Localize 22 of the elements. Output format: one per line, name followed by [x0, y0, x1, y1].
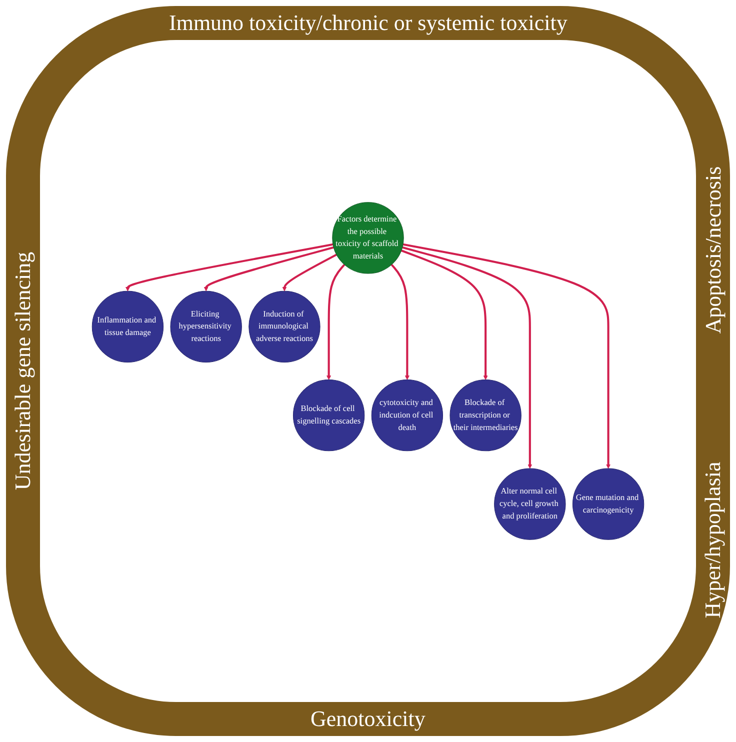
- arrow: [400, 250, 488, 380]
- node-circle: Gene mutation and carcinogenicity: [572, 468, 644, 540]
- ring-label: Undesirable gene silencing: [10, 252, 36, 490]
- node-circle: Blockade of transcription or their intermediaries: [450, 380, 522, 452]
- ring-label: Apoptosis/necrosis: [700, 166, 726, 334]
- arrow: [402, 243, 611, 469]
- arrow: [125, 243, 334, 292]
- arrow: [402, 246, 532, 469]
- node-circle: Blockade of cell signelling cascades: [292, 380, 365, 452]
- arrow: [282, 254, 338, 292]
- arrow: [390, 264, 410, 380]
- node-circle: Induction of immunological adverse reactions: [248, 290, 320, 362]
- node-circle: Inflammation and tissue damage: [92, 290, 164, 362]
- ring-label: Immuno toxicity/chronic or systemic toxicity: [169, 10, 568, 36]
- ring-label: Hyper/hypoplasia: [700, 462, 726, 618]
- arrow: [204, 246, 334, 292]
- node-circle: Alter normal cell cycle, cell growth and proliferation: [494, 468, 566, 540]
- ring-label: Genotoxicity: [310, 706, 426, 732]
- node-circle: cytotoxicity and indcution of cell death: [371, 380, 444, 452]
- node-circle: Factors determine the possible toxicity of scaffold materials: [332, 202, 404, 274]
- arrow: [326, 264, 346, 380]
- node-circle: Eliciting hypersensitivity reactions: [170, 290, 242, 362]
